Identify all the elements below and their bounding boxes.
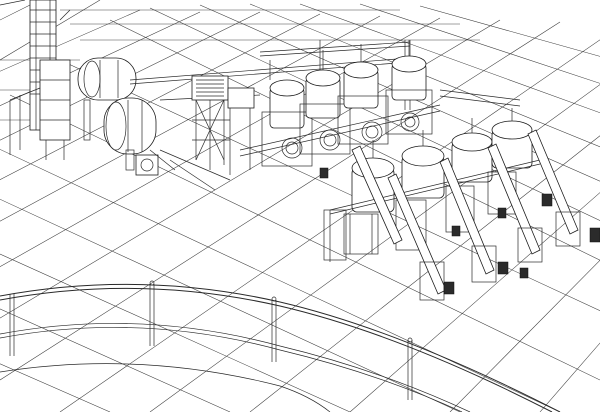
railing-posts [9, 284, 413, 400]
reactor-back-3 [337, 61, 389, 145]
horizontal-storage-tank-lower [103, 97, 176, 176]
distillation-column [0, 0, 71, 160]
reactor-vessel-row-back [239, 40, 521, 167]
reactor-back-2 [299, 69, 351, 155]
conveyor-motors [319, 167, 600, 295]
reactor-back-4 [385, 55, 433, 135]
grid-lines-fine [0, 9, 480, 121]
railing-post-caps [149, 280, 413, 343]
screw-conveyors [319, 129, 600, 301]
reactor-front-2 [395, 145, 445, 251]
reactor-back-1 [261, 79, 313, 167]
control-cabinet-platform [191, 75, 255, 175]
curved-railing [0, 280, 561, 412]
